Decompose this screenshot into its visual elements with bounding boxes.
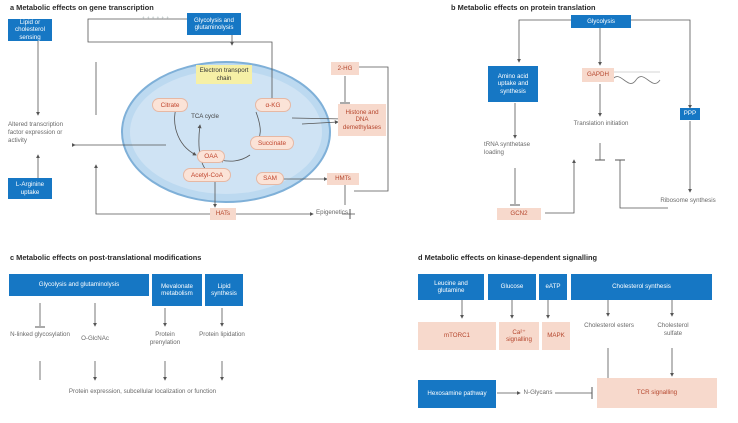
citrate-oval: Citrate <box>152 98 188 112</box>
histone-dna-demethylases-box: Histone and DNA demethylases <box>338 104 386 136</box>
glycolysis-glutaminolysis-box-c: Glycolysis and glutaminolysis <box>9 274 149 296</box>
ca-signalling-box: Ca²⁺ signalling <box>499 322 539 350</box>
succinate-oval: Succinate <box>250 136 294 150</box>
protein-lipidation-text: Protein lipidation <box>199 331 245 338</box>
cholesterol-esters-text: Cholesterol esters <box>584 322 634 329</box>
glucose-box: Glucose <box>488 274 536 300</box>
mapk-box: MAPK <box>542 322 570 350</box>
cholesterol-sulfate-text: Cholesterol sulfate <box>657 322 689 337</box>
trna-synthetase-text: tRNA synthetase loading <box>484 141 531 156</box>
protein-prenylation-text: Protein prenylation <box>149 331 181 346</box>
panel-b-title: b Metabolic effects on protein translati… <box>451 3 596 12</box>
panel-d-title: d Metabolic effects on kinase-dependent … <box>418 253 598 262</box>
cholesterol-synthesis-box: Cholesterol synthesis <box>571 274 712 300</box>
panel-c-title: c Metabolic effects on post-translationa… <box>10 253 202 262</box>
tcr-signalling-box: TCR signalling <box>597 378 717 408</box>
amino-acid-box: Amino acid uptake and synthesis <box>488 66 538 102</box>
etc-box: Electron transport chain <box>196 65 252 84</box>
o-glcnac-text: O-GlcNAc <box>81 335 109 342</box>
ribosome-synthesis-text: Ribosome synthesis <box>660 197 716 204</box>
epigenetics-text: Epigenetics <box>316 209 348 216</box>
hmts-box: HMTs <box>327 173 359 185</box>
altered-tf-text: Altered transcription factor expression … <box>8 121 64 144</box>
oaa-oval: OAA <box>197 150 225 163</box>
sam-oval: SAM <box>256 172 284 185</box>
leucine-glutamine-box: Leucine and glutamine <box>418 274 484 300</box>
akg-oval: α-KG <box>255 98 291 112</box>
ppp-box: PPP <box>680 108 700 120</box>
n-glycans-text: N-Glycans <box>523 389 553 396</box>
lipid-sensing-box: Lipid or cholesterol sensing <box>8 19 52 41</box>
hats-box: HATs <box>210 208 236 220</box>
hexosamine-pathway-box: Hexosamine pathway <box>418 380 496 408</box>
gcn2-box: GCN2 <box>497 208 541 220</box>
panel-a-title: a Metabolic effects on gene transcriptio… <box>10 3 154 12</box>
mevalonate-box: Mevalonate metabolism <box>152 274 202 306</box>
glycolysis-box-b: Glycolysis <box>571 15 631 28</box>
glycolysis-glutaminolysis-box: Glycolysis and glutaminolysis <box>187 13 241 35</box>
eatp-box: eATP <box>539 274 567 300</box>
tca-cycle-label: TCA cycle <box>191 113 219 120</box>
n-linked-glycosylation-text: N-linked glycosylation <box>10 331 70 338</box>
mtorc1-box: mTORC1 <box>418 322 496 350</box>
2hg-box: 2-HG <box>331 62 359 75</box>
lipid-synthesis-box: Lipid synthesis <box>205 274 243 306</box>
protein-outcome-text: Protein expression, subcellular localiza… <box>68 388 217 395</box>
acetyl-coa-oval: Acetyl-CoA <box>183 168 231 182</box>
small-label: + + + + + + <box>142 15 170 20</box>
arginine-uptake-box: L-Arginine uptake <box>8 178 52 199</box>
gapdh-box: GAPDH <box>582 68 614 82</box>
translation-initiation-text: Translation initiation <box>573 120 629 127</box>
